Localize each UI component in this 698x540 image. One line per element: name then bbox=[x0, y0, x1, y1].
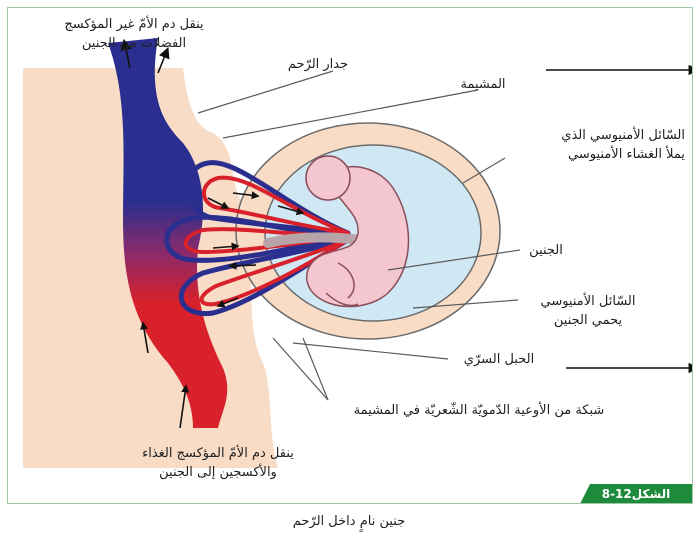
diagram-frame: ينقل دم الأمّ غير المؤكسج الفضلات من الج… bbox=[7, 7, 693, 504]
placenta-diagram bbox=[8, 8, 692, 503]
umbilical-cord bbox=[268, 237, 360, 243]
label-uterine-wall: جدار الرّحم bbox=[263, 55, 373, 74]
label-umbilical-cord: الحبل السرّي bbox=[443, 350, 555, 369]
label-top-left: ينقل دم الأمّ غير المؤكسج الفضلات من الج… bbox=[44, 15, 224, 53]
label-placenta: المشيمة bbox=[438, 75, 528, 94]
label-capillary-network: شبكة من الأوعية الدّمويّة الشّعريّة في ا… bbox=[304, 401, 654, 420]
label-bottom-left: ينقل دم الأمّ المؤكسج الغذاء والأكسجين إ… bbox=[103, 444, 333, 482]
figure-number-tag: الشكل12-8 bbox=[580, 484, 692, 504]
label-amniotic-fluid-membrane: السّائل الأمنيوسي الذي يملأ الغشاء الأمن… bbox=[503, 126, 685, 164]
label-fetus: الجنين bbox=[511, 241, 581, 260]
figure-caption: جنين نامٍ داخل الرّحم bbox=[0, 514, 698, 529]
label-amniotic-fluid-protects: السّائل الأمنيوسي يحمي الجنين bbox=[513, 292, 663, 330]
